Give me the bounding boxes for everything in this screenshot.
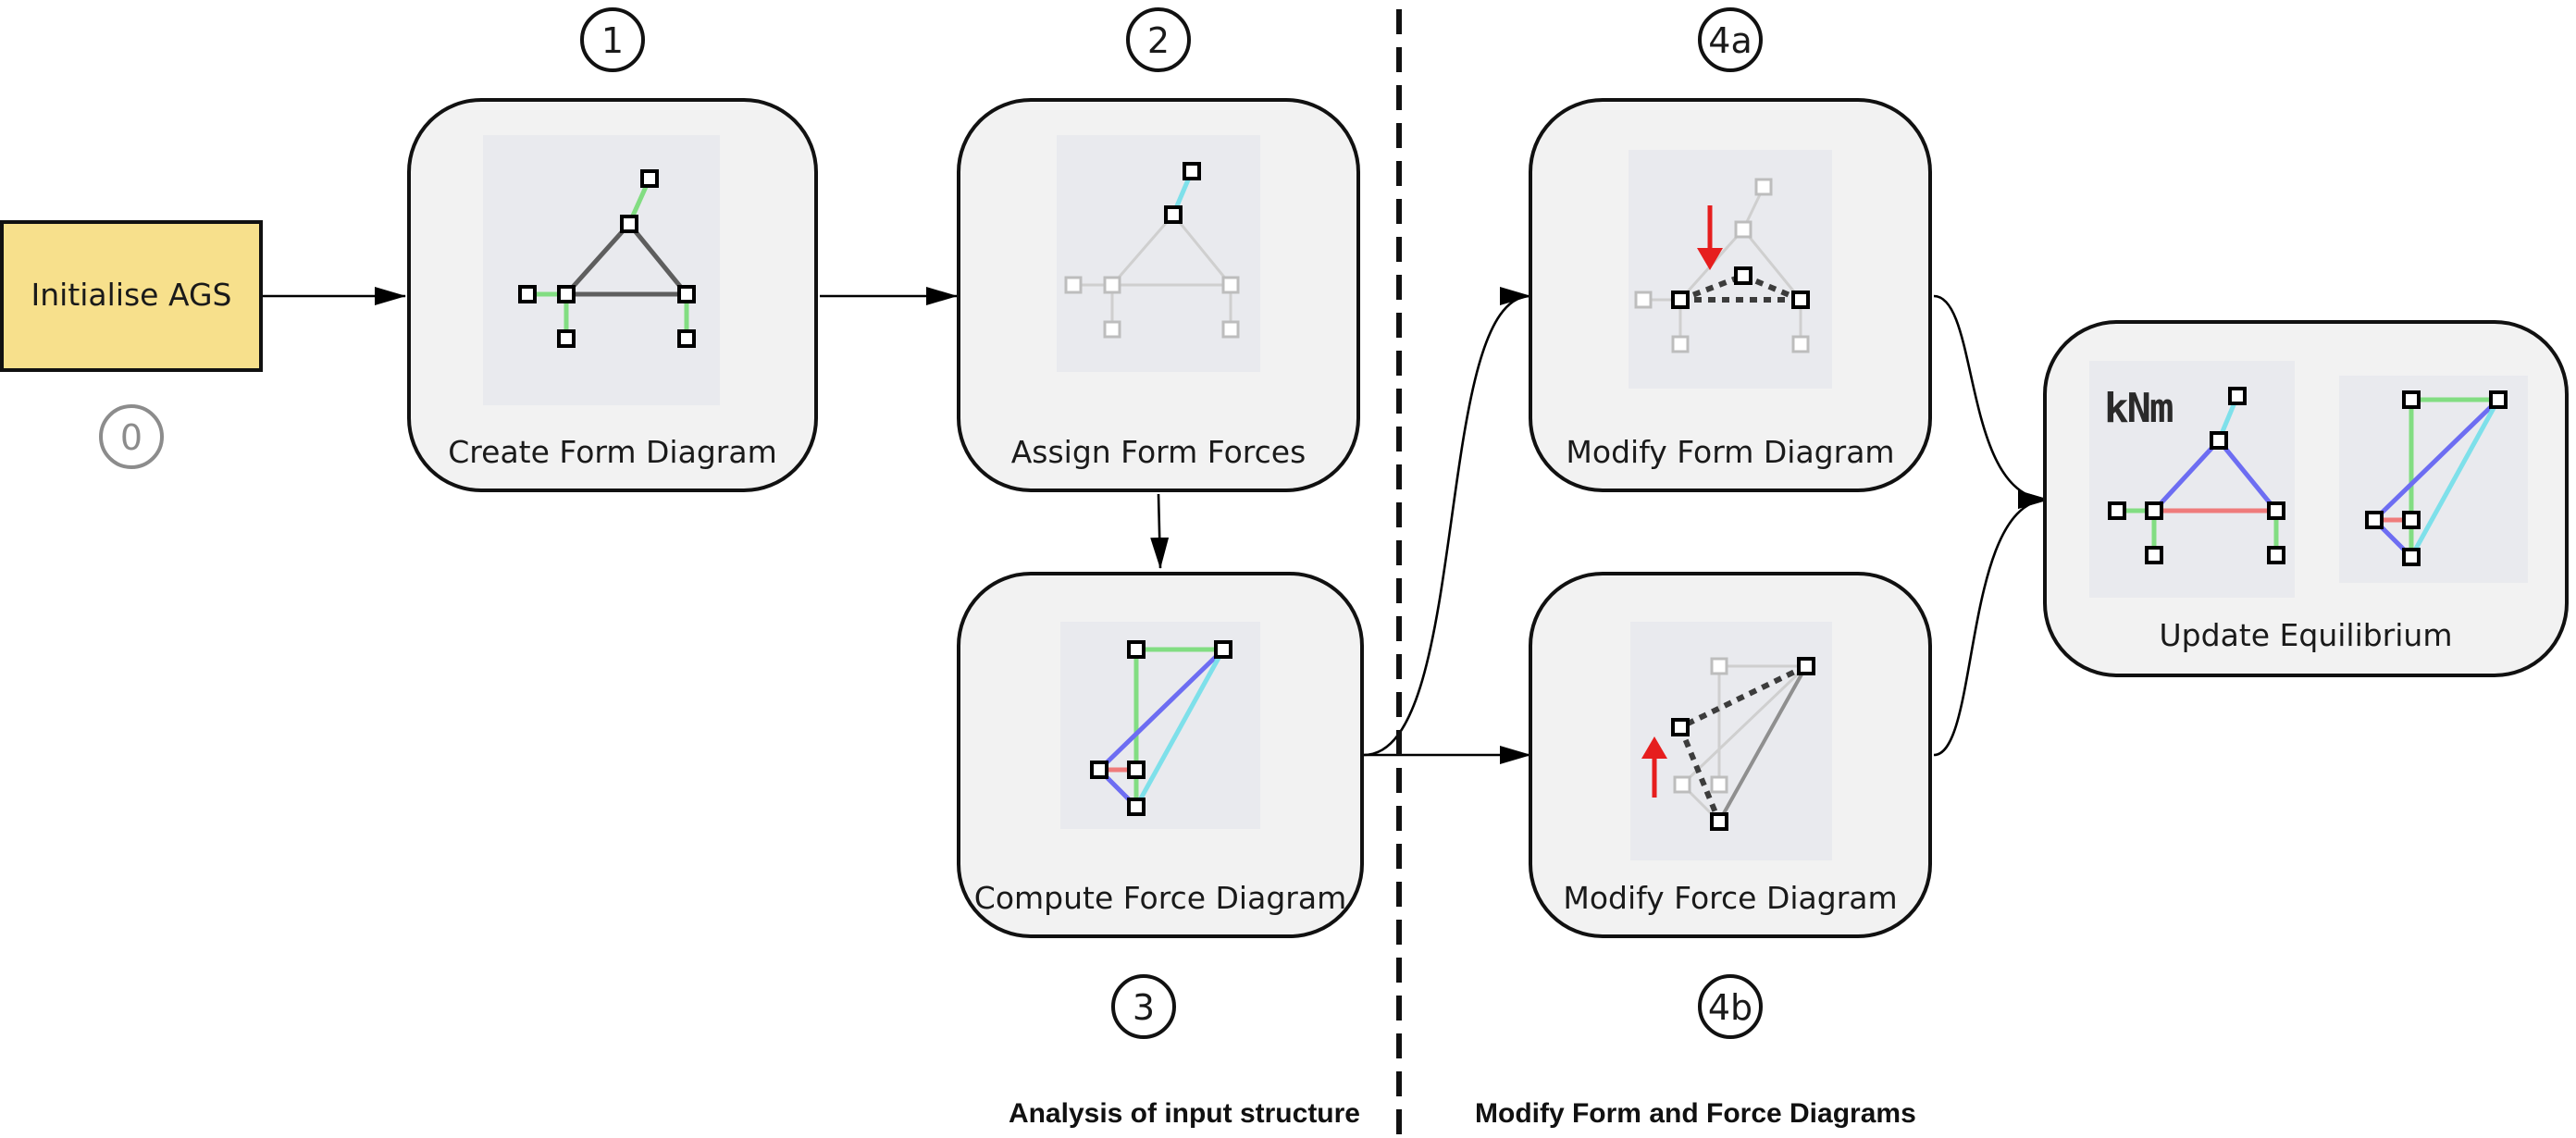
node-create-form-diagram[interactable]: Create Form Diagram (407, 98, 818, 492)
step-badge-2: 2 (1126, 7, 1191, 72)
section-label-modify: Modify Form and Force Diagrams (1475, 1098, 1916, 1129)
edge-assign-to-compute (1150, 493, 1170, 569)
form-diagram-icon: kNm (2089, 361, 2295, 598)
step-number: 1 (601, 20, 624, 61)
step-badge-4b: 4b (1698, 974, 1763, 1039)
node-label: Modify Force Diagram (1563, 880, 1897, 916)
edges (261, 287, 2050, 764)
node-initialise-ags[interactable]: Initialise AGS (0, 220, 263, 372)
node-label: Modify Form Diagram (1566, 434, 1894, 470)
section-label-analysis: Analysis of input structure (1009, 1098, 1360, 1129)
step-number: 3 (1133, 987, 1155, 1028)
step-number: 4a (1708, 20, 1752, 61)
step-badge-3: 3 (1111, 974, 1176, 1039)
node-assign-form-forces[interactable]: Assign Form Forces (957, 98, 1360, 492)
edge-modify-force-to-update (1933, 490, 2050, 757)
node-compute-force-diagram[interactable]: Compute Force Diagram (957, 572, 1364, 938)
load-arrow-icon (1697, 205, 1723, 270)
form-diagram-icon (1057, 135, 1260, 372)
form-diagram-icon (483, 135, 720, 405)
step-badge-1: 1 (580, 7, 645, 72)
force-diagram-icon (1060, 622, 1260, 829)
node-label: Update Equilibrium (2160, 617, 2453, 653)
step-number: 2 (1147, 20, 1170, 61)
node-box (0, 220, 263, 372)
force-diagram-icon (1630, 622, 1832, 860)
node-update-equilibrium[interactable]: kNm (2043, 320, 2569, 677)
load-arrow-icon (1641, 736, 1667, 798)
edge-compute-to-modify-form (1363, 287, 1531, 757)
step-number: 0 (120, 417, 142, 458)
node-modify-form-diagram[interactable]: Modify Form Diagram (1529, 98, 1932, 492)
force-diagram-icon (2339, 376, 2528, 583)
node-label: Assign Form Forces (1011, 434, 1307, 470)
step-badge-0: 0 (99, 404, 164, 469)
unit-label: kNm (2104, 385, 2173, 432)
node-label: Compute Force Diagram (974, 880, 1346, 916)
node-label: Initialise AGS (31, 277, 232, 313)
form-diagram-icon (1629, 150, 1832, 389)
node-label: Create Form Diagram (448, 434, 776, 470)
step-number: 4b (1708, 987, 1752, 1028)
step-badge-4a: 4a (1698, 7, 1763, 72)
node-modify-force-diagram[interactable]: Modify Force Diagram (1529, 572, 1932, 938)
edge-modify-form-to-update (1933, 294, 2050, 509)
